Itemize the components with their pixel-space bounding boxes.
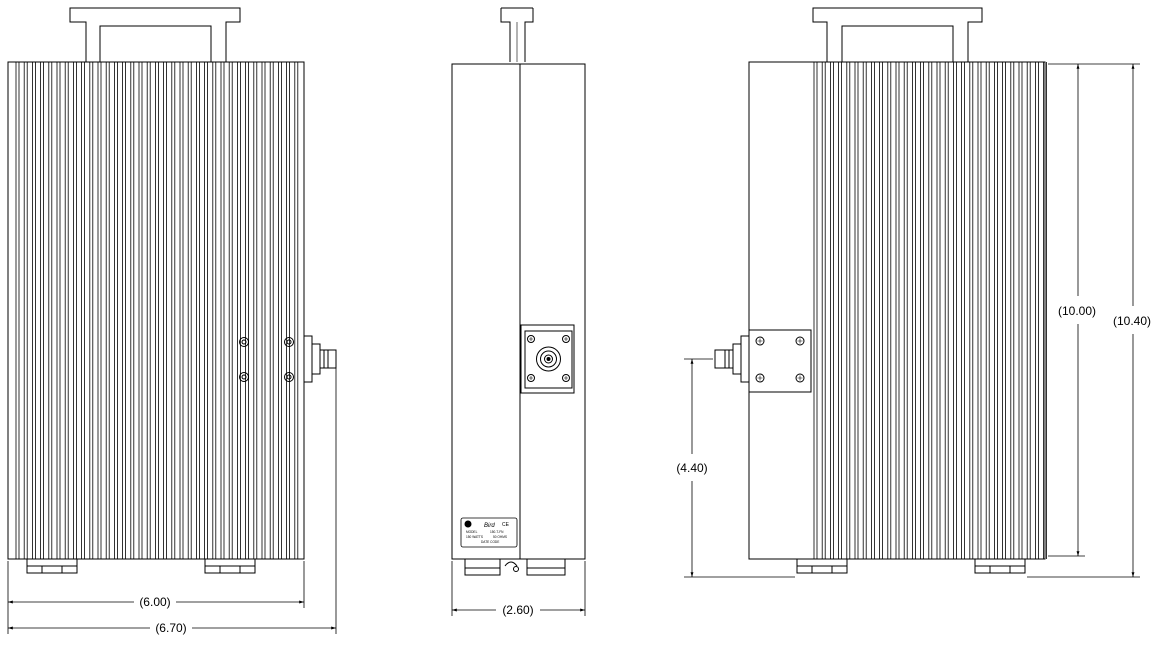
front-screws — [240, 338, 294, 382]
front-handle — [70, 8, 240, 62]
side-view — [452, 8, 585, 616]
label-impedance: 50 OHMS — [493, 535, 507, 539]
label-plate — [461, 518, 517, 547]
front-fins — [16, 62, 298, 559]
screw-icon — [240, 338, 249, 347]
screw-icon — [563, 336, 570, 343]
front-outer-width-label: (6.70) — [155, 621, 186, 635]
screw-icon — [240, 373, 249, 382]
screw-icon — [563, 375, 570, 382]
rear-dimension-lines — [684, 64, 1140, 577]
screw-icon — [796, 374, 804, 382]
logo-icon — [465, 521, 471, 527]
front-connector — [304, 336, 336, 382]
side-connector-plate — [521, 325, 574, 393]
screw-icon — [285, 338, 294, 347]
label-date-code: DATE CODE — [481, 540, 499, 544]
label-ce-mark: CE — [502, 522, 510, 528]
screw-icon — [528, 336, 535, 343]
label-model-number: 150-T-FN — [490, 530, 504, 534]
side-feet — [465, 559, 565, 575]
rear-fins — [814, 62, 1047, 559]
rear-connector-plate — [749, 330, 811, 392]
screw-icon — [756, 374, 764, 382]
label-power: 150 WATTS — [466, 535, 483, 539]
front-inner-width-label: (6.00) — [139, 595, 170, 609]
label-model: MODEL — [466, 530, 478, 534]
bnc-connector-icon — [537, 347, 561, 371]
screw-icon — [796, 337, 804, 345]
front-body — [8, 62, 304, 559]
screw-icon — [756, 337, 764, 345]
screw-icon — [528, 375, 535, 382]
screw-icon — [285, 373, 294, 382]
front-dimension-lines — [8, 368, 336, 634]
side-width-label: (2.60) — [502, 603, 533, 617]
rear-total-height-label: (10.40) — [1113, 314, 1151, 328]
rear-connector-height-label: (4.40) — [676, 461, 707, 475]
rear-feet — [797, 559, 1025, 573]
side-dimension-lines — [452, 561, 585, 616]
side-handle — [501, 8, 533, 62]
rear-view — [684, 8, 1140, 577]
rear-handle — [813, 8, 982, 62]
side-body — [452, 64, 585, 559]
rear-body-height-label: (10.00) — [1058, 304, 1096, 318]
front-feet — [27, 559, 255, 573]
label-brand: Bird — [484, 523, 495, 529]
front-view — [8, 8, 336, 634]
rear-connector — [715, 336, 749, 382]
rear-body — [749, 62, 1045, 559]
